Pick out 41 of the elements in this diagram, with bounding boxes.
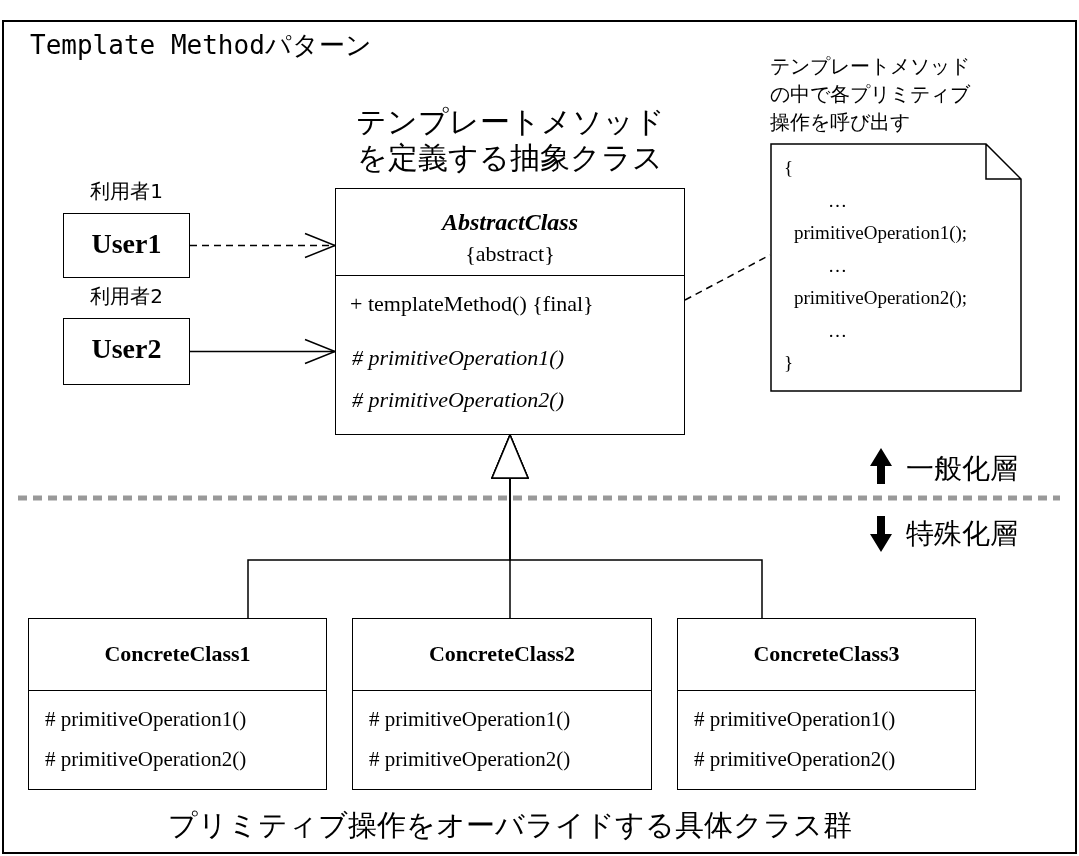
method-text: # primitiveOperation2()	[369, 747, 571, 772]
class-box	[352, 618, 652, 790]
caption-text: 利用者2	[89, 283, 164, 309]
class-box	[677, 618, 976, 790]
class-name: ConcreteClass2	[427, 641, 577, 667]
class-name: AbstractClass	[440, 209, 579, 236]
layer-label: 特殊化層	[906, 516, 1018, 552]
actor-name: User1	[90, 228, 163, 260]
actor-name: User2	[90, 333, 163, 365]
method-text: # primitiveOperation2()	[694, 747, 896, 772]
arrow	[189, 232, 336, 259]
method-text: # primitiveOperation2()	[45, 747, 247, 772]
method-text: # primitiveOperation1()	[352, 345, 565, 371]
code-line: …	[828, 189, 847, 212]
group-caption: プリミティブ操作をオーバライドする具体クラス群	[168, 807, 852, 844]
caption-text: テンプレートメソッドの中で各プリミティブ操作を呼び出す	[770, 53, 971, 136]
code-line: }	[784, 352, 794, 374]
arrow	[189, 338, 336, 365]
code-line: …	[828, 319, 847, 342]
caption-text: 利用者1	[89, 178, 164, 204]
class-box	[335, 188, 685, 435]
code-line: primitiveOperation2();	[794, 287, 968, 309]
method-text: # primitiveOperation1()	[694, 707, 896, 732]
class-box	[28, 618, 327, 790]
caption-text: テンプレートメソッドを定義する抽象クラス	[354, 104, 666, 176]
note-box	[770, 143, 1022, 392]
actor-box	[63, 318, 190, 385]
method-text: + templateMethod() {final}	[350, 291, 594, 317]
diagram-title: Template Methodパターン	[30, 29, 372, 62]
class-name: ConcreteClass3	[752, 641, 901, 667]
code-line: primitiveOperation1();	[794, 222, 968, 244]
method-text: # primitiveOperation1()	[369, 707, 571, 732]
class-name: ConcreteClass1	[103, 641, 252, 667]
inheritance-arrow	[491, 434, 763, 619]
layer-label: 一般化層	[906, 451, 1018, 487]
actor-box	[63, 213, 190, 278]
code-line: …	[828, 254, 847, 277]
method-text: # primitiveOperation1()	[45, 707, 247, 732]
class-stereotype: {abstract}	[464, 241, 556, 267]
method-text: # primitiveOperation2()	[352, 387, 565, 413]
code-line: {	[784, 157, 794, 179]
